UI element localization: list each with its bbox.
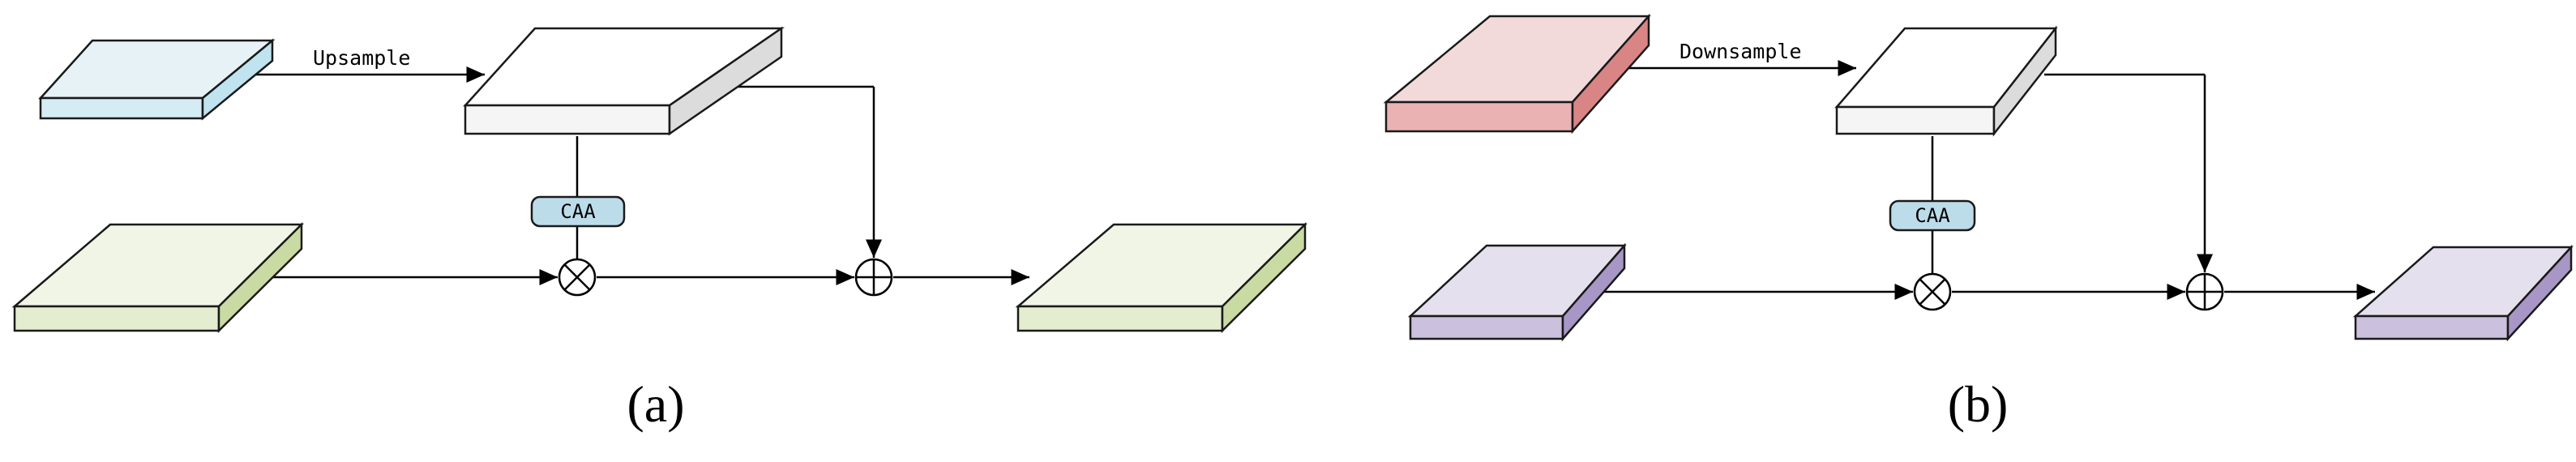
input-feature-front-b	[1409, 314, 1564, 340]
multiply-operator-a	[558, 258, 597, 297]
input-feature-block	[11, 222, 305, 333]
upsampled-feature-block	[463, 26, 785, 136]
downsample-label: Downsample	[1680, 40, 1802, 63]
add-operator-a	[854, 258, 893, 297]
upsampled-feature-front	[464, 104, 671, 135]
upsampled-feature-side	[668, 26, 783, 136]
caa-module-a: CAA	[530, 195, 626, 228]
multiply-x-stroke-2	[563, 263, 591, 291]
input-feature-side-b	[1561, 242, 1626, 342]
caa-label-a: CAA	[560, 200, 596, 223]
input-feature-block-b	[1407, 242, 1627, 342]
caa-box-a	[530, 195, 626, 228]
add-operator-b	[2185, 272, 2224, 311]
input-feature-top	[11, 223, 305, 308]
panel-a: CAA Upsample (a)	[11, 26, 1308, 433]
input-feature-front	[13, 305, 220, 332]
low-res-feature-side	[201, 38, 274, 121]
panel-b-connections	[1573, 60, 2375, 300]
caption-b: (b)	[1948, 375, 2009, 433]
panel-b: CAA Downsample (b)	[1383, 13, 2574, 433]
downsampled-feature-side	[1992, 25, 2057, 137]
output-feature-side	[1221, 222, 1307, 333]
low-res-feature-block	[38, 38, 276, 121]
caa-module-b: CAA	[1889, 199, 1976, 232]
caa-label-b: CAA	[1915, 204, 1950, 227]
caa-box-b	[1889, 199, 1976, 232]
high-res-feature-side	[1571, 13, 1650, 135]
low-res-feature-front	[39, 96, 204, 120]
output-feature-side-b	[2506, 244, 2573, 342]
multiply-operator-b	[1913, 272, 1952, 311]
high-res-feature-front	[1384, 101, 1574, 133]
input-feature-side	[217, 222, 303, 333]
output-feature-front-b	[2354, 314, 2510, 340]
output-feature-block-b	[2352, 244, 2574, 342]
downsampled-feature-block	[1834, 25, 2058, 137]
caption-a: (a)	[627, 375, 684, 433]
downsampled-feature-front	[1835, 105, 1996, 135]
multiply-x-stroke-2-b	[1919, 278, 1946, 306]
high-res-feature-block	[1383, 13, 1651, 135]
output-feature-front	[1016, 305, 1224, 332]
upsample-label: Upsample	[313, 46, 410, 70]
output-feature-block	[1015, 222, 1308, 333]
output-feature-top	[1015, 223, 1308, 308]
